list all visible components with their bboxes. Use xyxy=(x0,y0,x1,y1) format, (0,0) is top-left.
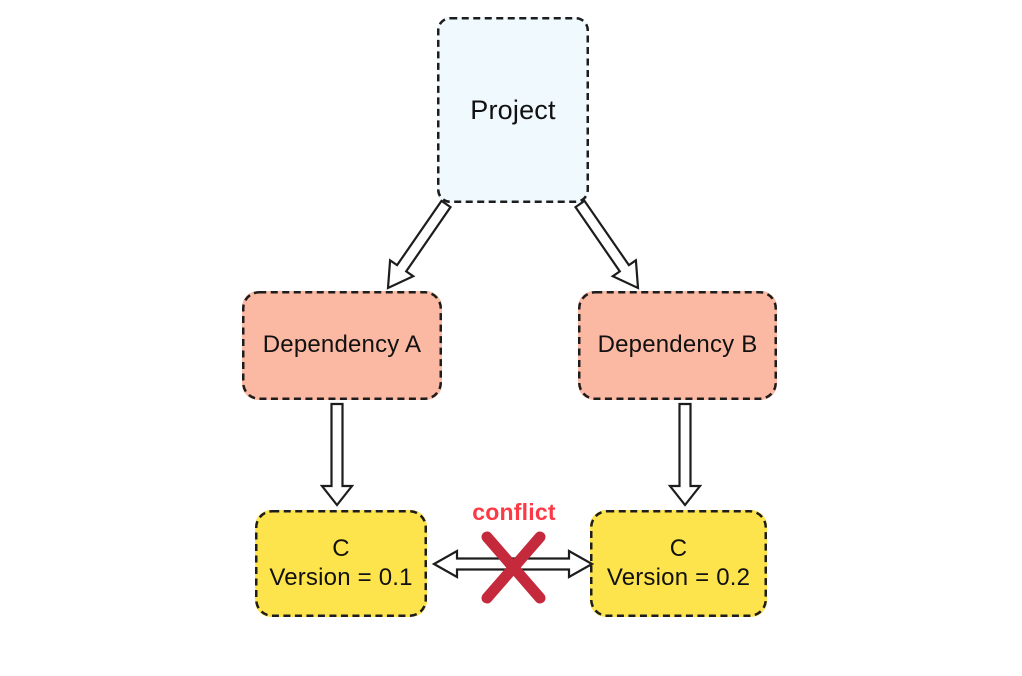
node-c2-version: Version = 0.2 xyxy=(606,563,751,591)
node-c-version-0-1: C Version = 0.1 xyxy=(255,510,427,617)
node-project: Project xyxy=(437,17,589,203)
arrow-dependency-b-to-c2 xyxy=(667,402,703,507)
arrow-project-to-dependency-b xyxy=(573,199,640,290)
node-dependency-a: Dependency A xyxy=(242,291,442,400)
arrow-dependency-a-to-c1 xyxy=(319,402,355,507)
arrow-c1-c2-double xyxy=(431,549,595,579)
node-c-version-0-2: C Version = 0.2 xyxy=(590,510,767,617)
node-c2-name: C xyxy=(669,534,688,562)
conflict-label: conflict xyxy=(472,499,556,525)
node-c1-name: C xyxy=(332,534,350,562)
node-dependency-b: Dependency B xyxy=(578,291,777,400)
node-project-label: Project xyxy=(470,94,556,125)
node-c1-version: Version = 0.1 xyxy=(269,563,413,591)
arrow-project-to-dependency-a xyxy=(386,199,453,290)
node-dependency-b-label: Dependency B xyxy=(597,331,758,359)
conflict-x-icon xyxy=(481,531,546,604)
node-dependency-a-label: Dependency A xyxy=(262,331,422,359)
